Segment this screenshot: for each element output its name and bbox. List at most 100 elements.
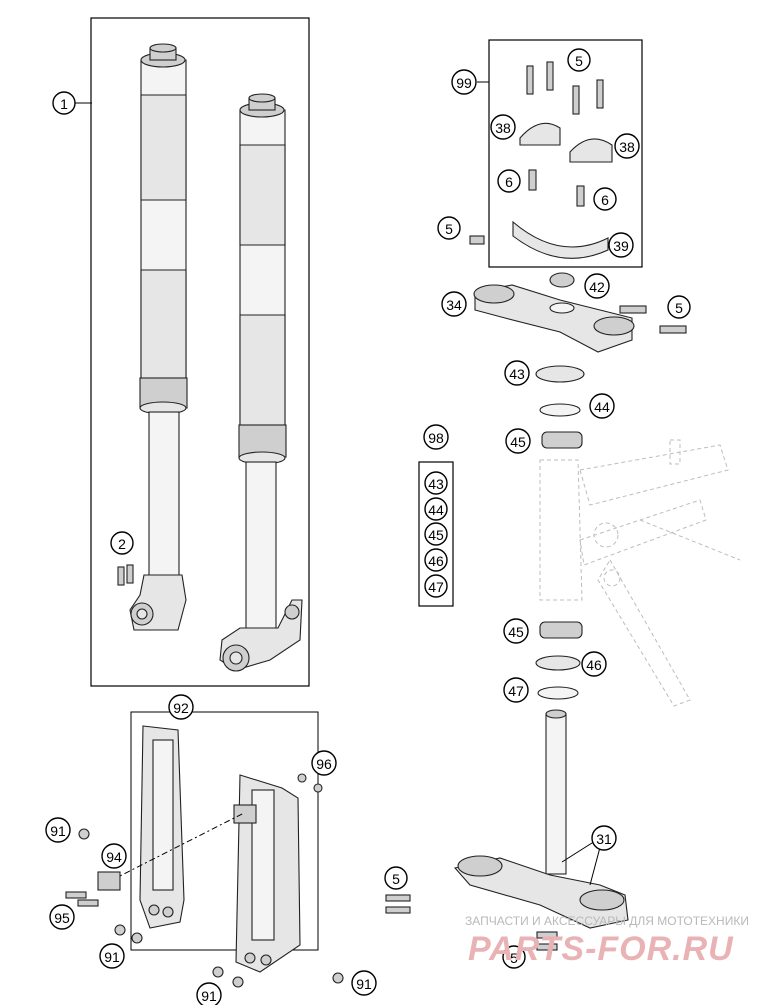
callout-45-kit: 45 <box>424 522 448 546</box>
fork-protector-right <box>233 774 301 973</box>
callout-91-left: 91 <box>99 943 125 969</box>
frame-outline <box>539 439 741 707</box>
single-bolt <box>469 235 485 245</box>
svg-text:45: 45 <box>510 434 526 450</box>
callout-46: 46 <box>581 651 607 677</box>
protector-screws <box>65 773 344 988</box>
svg-text:92: 92 <box>173 700 189 716</box>
svg-text:43: 43 <box>428 476 444 492</box>
svg-text:38: 38 <box>495 120 511 136</box>
callout-2: 2 <box>110 531 134 555</box>
svg-text:44: 44 <box>594 399 610 415</box>
handlebar-clamp-bolts <box>526 61 604 115</box>
brake-line-holder <box>97 871 121 891</box>
svg-text:91: 91 <box>356 976 372 992</box>
triple-clamp-bolt-1 <box>619 305 647 314</box>
svg-text:47: 47 <box>508 683 524 699</box>
svg-text:46: 46 <box>586 657 602 673</box>
guide-line <box>111 812 245 881</box>
callout-91-top: 91 <box>45 817 71 843</box>
svg-text:6: 6 <box>601 192 609 208</box>
clamp-group-frame <box>488 39 643 268</box>
svg-text:5: 5 <box>445 221 453 237</box>
fork-protector-left <box>139 725 185 929</box>
o-ring-upper <box>539 403 581 417</box>
dust-seal-upper <box>535 365 585 383</box>
callout-34: 34 <box>441 291 467 317</box>
svg-text:44: 44 <box>428 502 444 518</box>
callout-5-triple: 5 <box>667 295 691 319</box>
svg-text:91: 91 <box>104 949 120 965</box>
svg-text:5: 5 <box>675 300 683 316</box>
lower-clamp-bolts <box>385 894 558 951</box>
callout-94: 94 <box>101 843 127 869</box>
callout-96: 96 <box>311 750 337 776</box>
svg-text:2: 2 <box>118 536 126 552</box>
callout-39: 39 <box>608 232 634 258</box>
svg-text:5: 5 <box>510 950 518 966</box>
callout-44: 44 <box>589 393 615 419</box>
callout-38-right: 38 <box>614 133 640 159</box>
svg-text:1: 1 <box>60 96 68 112</box>
callout-43: 43 <box>504 360 530 386</box>
svg-text:91: 91 <box>201 988 217 1004</box>
svg-text:99: 99 <box>456 75 472 91</box>
svg-text:31: 31 <box>596 831 612 847</box>
callout-5-single: 5 <box>437 216 461 240</box>
clamp-bolt-right <box>576 185 585 207</box>
callout-6-left: 6 <box>497 169 521 193</box>
callout-46-kit: 46 <box>424 548 448 572</box>
svg-text:91: 91 <box>50 823 66 839</box>
lower-triple-clamp <box>453 709 629 929</box>
svg-text:43: 43 <box>509 366 525 382</box>
dust-seal-lower <box>535 655 581 671</box>
handlebar-clamp-upper-right <box>569 138 613 163</box>
upper-triple-clamp <box>473 272 635 353</box>
callout-45-upper: 45 <box>505 428 531 454</box>
callout-5-bolts: 5 <box>384 866 408 890</box>
fork-protector-frame <box>130 711 319 951</box>
fork-leg-right <box>219 93 303 672</box>
handlebar-clamp-lower <box>512 220 609 259</box>
svg-text:34: 34 <box>446 297 462 313</box>
callout-98: 98 <box>423 424 449 450</box>
svg-text:6: 6 <box>505 174 513 190</box>
svg-text:95: 95 <box>54 910 70 926</box>
bearing-lower <box>539 621 583 639</box>
watermark-tagline: ЗАПЧАСТИ И АКСЕССУАРЫ ДЛЯ МОТОТЕХНИКИ <box>465 914 749 928</box>
callout-5-stem: 5 <box>502 945 526 969</box>
clamp-bolt-left <box>528 169 537 191</box>
triple-clamp-bolt-2 <box>659 325 687 334</box>
callout-99: 99 <box>451 69 477 95</box>
svg-text:47: 47 <box>428 579 444 595</box>
callout-47-kit: 47 <box>424 574 448 598</box>
watermark-logo: PARTS-FOR.RU <box>468 930 734 968</box>
axle-clamp-bolts <box>117 564 134 586</box>
svg-text:42: 42 <box>589 279 605 295</box>
svg-text:96: 96 <box>316 756 332 772</box>
callout-91-right: 91 <box>351 970 377 996</box>
o-ring-lower <box>537 686 579 700</box>
svg-text:98: 98 <box>428 430 444 446</box>
callout-1: 1 <box>52 91 76 115</box>
fork-leg-left <box>129 43 188 631</box>
callout-47: 47 <box>503 677 529 703</box>
svg-text:5: 5 <box>392 871 400 887</box>
callout-6-right: 6 <box>593 187 617 211</box>
callout-91-bottom: 91 <box>196 982 222 1005</box>
svg-text:38: 38 <box>619 139 635 155</box>
callout-43-kit: 43 <box>424 471 448 495</box>
bearing-upper <box>541 431 583 449</box>
callout-42: 42 <box>584 273 610 299</box>
bearing-kit-frame <box>418 461 454 607</box>
callout-95: 95 <box>49 904 75 930</box>
callout-44-kit: 44 <box>424 497 448 521</box>
callout-38-left: 38 <box>490 114 516 140</box>
svg-text:39: 39 <box>613 238 629 254</box>
handlebar-clamp-upper-left <box>519 122 561 146</box>
callout-5-clamp: 5 <box>567 48 591 72</box>
svg-text:46: 46 <box>428 553 444 569</box>
callout-45-lower: 45 <box>503 618 529 644</box>
svg-text:45: 45 <box>508 624 524 640</box>
